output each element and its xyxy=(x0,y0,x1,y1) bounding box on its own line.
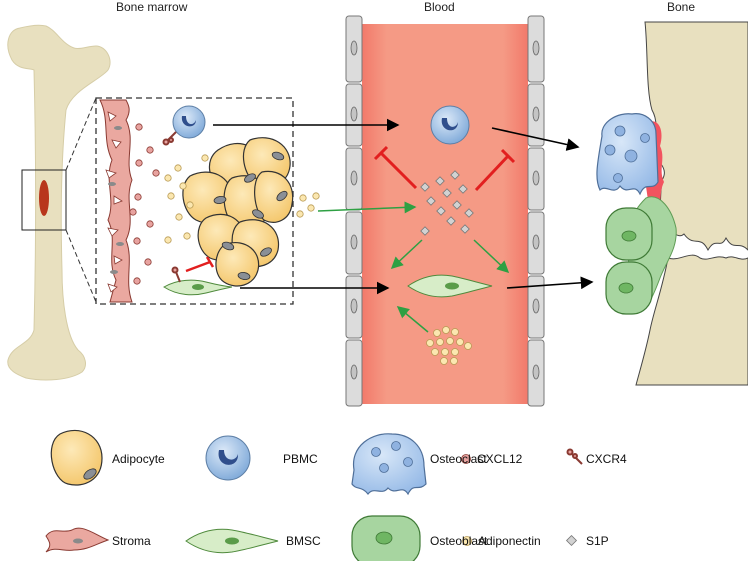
legend-label-adiponectin: Adiponectin xyxy=(478,534,541,548)
arrow-pbmc-blood-to-bone xyxy=(491,127,580,151)
legend-adipocyte-icon xyxy=(50,429,103,486)
section-title-blood: Blood xyxy=(424,0,455,14)
legend-label-bmsc: BMSC xyxy=(286,534,321,548)
inhibition-marrow xyxy=(185,256,215,273)
arrow-s1p-to-bmsc-right xyxy=(473,239,510,274)
bone-lower xyxy=(635,254,748,386)
femur-bone xyxy=(7,24,111,381)
adipocyte-nuclei xyxy=(213,151,288,281)
zoom-line-top xyxy=(65,97,97,171)
osteoblast-cell-top xyxy=(605,207,653,261)
cxcr4-receptor-bmsc xyxy=(171,266,181,283)
pbmc-marrow xyxy=(172,105,206,139)
legend-label-pbmc: PBMC xyxy=(283,452,318,466)
vessel-wall-right-nuclei xyxy=(532,40,540,380)
legend-cxcl12-icon xyxy=(461,454,471,464)
legend-cxcr4-icon xyxy=(566,448,583,465)
bmsc-blood xyxy=(407,274,493,298)
legend-label-adipocyte: Adipocyte xyxy=(112,452,165,466)
adiponectin-dots-marrow xyxy=(164,154,320,244)
inhibition-s1p-pbmc-right xyxy=(474,148,516,192)
vessel-wall-left xyxy=(345,15,363,407)
arrow-adiponectin-to-s1p xyxy=(317,201,417,214)
femur-marrow-spot xyxy=(39,180,49,216)
arrow-bmsc-blood-to-bone xyxy=(506,276,594,290)
legend-label-cxcl12: CXCL12 xyxy=(477,452,523,466)
blood-vessel xyxy=(362,24,528,404)
cxcr4-receptor-pbmc xyxy=(162,131,177,146)
legend-osteoblast-icon xyxy=(351,515,421,561)
pbmc-blood xyxy=(430,105,470,145)
vessel-wall-right xyxy=(527,15,545,407)
legend-bmsc-icon xyxy=(185,528,279,554)
s1p-cluster xyxy=(420,170,474,236)
bmsc-marrow xyxy=(163,279,233,296)
section-title-bone-marrow: Bone marrow xyxy=(116,0,188,14)
section-title-bone: Bone xyxy=(667,0,696,14)
femur-marrow-box xyxy=(21,169,67,231)
stroma-network xyxy=(99,99,133,303)
legend-adiponectin-icon xyxy=(462,536,472,546)
vessel-wall-left-nuclei xyxy=(350,40,358,380)
legend-pbmc-icon xyxy=(205,435,251,481)
osteoblast-cell-bottom xyxy=(605,261,653,315)
legend-label-cxcr4: CXCR4 xyxy=(586,452,627,466)
legend-label-stroma: Stroma xyxy=(112,534,151,548)
legend-s1p-icon xyxy=(565,534,578,547)
inhibition-s1p-pbmc-left xyxy=(373,145,418,190)
legend-osteoclast-icon xyxy=(351,433,427,496)
legend-label-osteoclast: Osteoclast xyxy=(430,452,487,466)
arrow-adiponectin-to-bmsc xyxy=(396,306,429,333)
legend-label-s1p: S1P xyxy=(586,534,609,548)
legend-stroma-icon xyxy=(45,527,110,553)
cxcl12-dots-marrow xyxy=(129,123,160,285)
arrow-s1p-to-bmsc-left xyxy=(390,239,423,270)
legend-label-osteoblast: Osteoblast xyxy=(430,534,488,548)
zoom-line-bottom xyxy=(65,229,97,303)
adiponectin-cluster-blood xyxy=(426,326,472,365)
osteoclast-bone xyxy=(596,113,659,196)
